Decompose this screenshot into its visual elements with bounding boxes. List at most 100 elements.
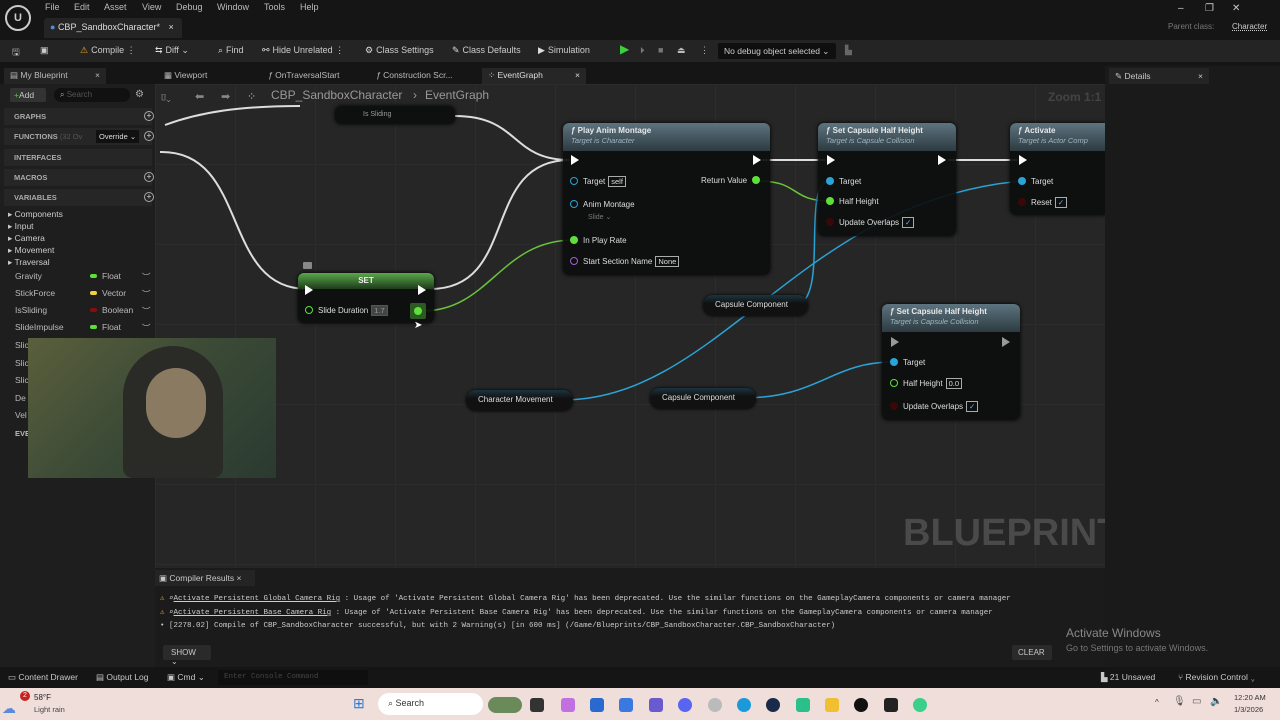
save-icon[interactable]: 🖫 — [12, 47, 20, 57]
menu-tools[interactable]: Tools — [264, 2, 286, 12]
gear-icon[interactable]: ⚙ — [135, 89, 144, 100]
tab-event-graph[interactable]: ⁘ EventGraph× — [482, 68, 586, 84]
tab-viewport[interactable]: ▦ Viewport — [158, 68, 213, 84]
add-function-icon[interactable]: + — [144, 131, 154, 141]
tab-details[interactable]: ✎ Details× — [1109, 68, 1209, 84]
clock-date[interactable]: 1/3/2026 — [1234, 705, 1264, 714]
in-play-rate-pin[interactable]: In Play Rate — [570, 236, 627, 245]
hide-unrelated-button[interactable]: ⚯Hide Unrelated ⋮ — [262, 45, 345, 55]
taskbar-widget-icon[interactable] — [488, 697, 522, 713]
bookmark-icon[interactable]: ⌷⌄ — [161, 92, 171, 102]
network-icon[interactable]: ▭ — [1192, 696, 1202, 707]
eject-icon[interactable]: ⏏ — [677, 45, 686, 55]
close-icon[interactable]: × — [95, 70, 100, 80]
checkbox-checked[interactable]: ✓ — [902, 217, 915, 228]
menu-help[interactable]: Help — [300, 2, 319, 12]
category-traversal[interactable]: ▸ Traversal — [8, 257, 50, 267]
class-defaults-button[interactable]: ✎Class Defaults — [452, 45, 521, 56]
add-variable-icon[interactable]: + — [144, 192, 154, 202]
store-icon[interactable] — [590, 698, 604, 712]
target-pin[interactable]: Target — [1018, 177, 1053, 186]
class-settings-button[interactable]: ⚙Class Settings — [365, 45, 434, 56]
discord-icon[interactable] — [678, 698, 692, 712]
epic-games-icon[interactable] — [884, 698, 898, 712]
update-overlaps-pin[interactable]: Update Overlaps✓ — [890, 401, 979, 412]
is-sliding-node[interactable]: Is Sliding — [335, 106, 455, 124]
tray-chevron-icon[interactable]: ^ — [1155, 698, 1159, 707]
app-icon[interactable] — [796, 698, 810, 712]
close-window-icon[interactable]: ✕ — [1232, 3, 1241, 14]
close-icon[interactable]: × — [168, 22, 174, 32]
tab-on-traversal-start[interactable]: ƒ OnTraversalStart — [262, 68, 346, 84]
minimize-icon[interactable]: – — [1178, 3, 1184, 14]
category-input[interactable]: ▸ Input — [8, 221, 34, 231]
section-interfaces[interactable]: INTERFACES — [4, 149, 152, 166]
anim-montage-pin[interactable]: Anim Montage — [570, 200, 635, 209]
compile-button[interactable]: ⚠Compile ⋮ — [80, 45, 136, 55]
outlook-icon[interactable] — [619, 698, 633, 712]
menu-edit[interactable]: Edit — [74, 2, 90, 12]
reset-pin[interactable]: Reset✓ — [1018, 197, 1068, 208]
copilot-icon[interactable] — [561, 698, 575, 712]
close-icon[interactable]: × — [236, 573, 242, 583]
variable-truncated[interactable]: Slic — [15, 358, 29, 368]
steam-icon[interactable] — [766, 698, 780, 712]
category-components[interactable]: ▸ Components — [8, 209, 63, 219]
exec-out-pin[interactable] — [938, 155, 946, 165]
add-macro-icon[interactable]: + — [144, 172, 154, 182]
visibility-icon[interactable]: ︶ — [142, 306, 151, 316]
file-explorer-icon[interactable] — [825, 698, 839, 712]
weather-icon[interactable]: ☁ — [2, 700, 16, 716]
target-pin[interactable]: Target — [890, 358, 925, 367]
close-icon[interactable]: × — [1198, 71, 1203, 81]
unreal-logo-icon[interactable]: U — [5, 5, 31, 31]
category-camera[interactable]: ▸ Camera — [8, 233, 45, 243]
variable-truncated[interactable]: Slic — [15, 340, 29, 350]
visibility-icon[interactable]: ︶ — [142, 289, 151, 299]
stop-icon[interactable]: ■ — [658, 45, 664, 55]
clock-time[interactable]: 12:20 AM — [1234, 693, 1266, 702]
section-graphs[interactable]: GRAPHS+ — [4, 108, 154, 125]
warning-link[interactable]: Activate Persistent Base Camera Rig — [173, 609, 332, 617]
menu-asset[interactable]: Asset — [104, 2, 127, 12]
character-movement-getter[interactable]: Character Movement — [466, 390, 573, 411]
section-variables[interactable]: VARIABLES+ — [4, 189, 154, 206]
exec-out-pin[interactable] — [1002, 337, 1010, 347]
variable-truncated[interactable]: Slic — [15, 375, 29, 385]
visibility-icon[interactable]: ︶ — [142, 323, 151, 333]
parent-class-link[interactable]: Character — [1232, 22, 1268, 31]
app-icon[interactable] — [913, 698, 927, 712]
output-pin-highlight[interactable] — [410, 303, 426, 319]
browse-icon[interactable]: ▣ — [40, 45, 49, 55]
add-button[interactable]: +Add — [10, 88, 46, 102]
console-input[interactable]: Enter Console Command — [218, 670, 368, 685]
menu-debug[interactable]: Debug — [176, 2, 203, 12]
back-icon[interactable]: ⬅ — [195, 91, 205, 103]
forward-icon[interactable]: ➡ — [221, 91, 231, 103]
comment-icon[interactable] — [303, 262, 312, 269]
taskbar-search[interactable]: ⌕ Search — [378, 693, 483, 715]
find-button[interactable]: ⌕Find — [218, 45, 244, 56]
debug-object-select[interactable]: No debug object selected ⌄ — [718, 43, 836, 59]
cmd-dropdown[interactable]: ▣ Cmd ⌄ — [167, 672, 205, 682]
update-overlaps-pin[interactable]: Update Overlaps✓ — [826, 217, 915, 228]
microphone-icon[interactable]: 🎙 — [1173, 696, 1186, 707]
pin-default[interactable]: 0.0 — [945, 378, 963, 389]
menu-file[interactable]: File — [45, 2, 60, 12]
exec-in-pin[interactable] — [1019, 155, 1027, 165]
document-tab[interactable]: ● CBP_SandboxCharacter* × — [44, 18, 182, 38]
search-input[interactable]: ⌕ Search — [54, 88, 130, 102]
show-button[interactable]: SHOW ⌄ — [163, 645, 211, 666]
content-drawer-button[interactable]: ▭ Content Drawer — [8, 672, 78, 683]
checkbox-checked[interactable]: ✓ — [966, 401, 979, 412]
revision-control-button[interactable]: ⑂ Revision Control ⌄ — [1178, 672, 1256, 682]
anim-montage-select[interactable]: Slide ⌄ — [588, 214, 612, 221]
